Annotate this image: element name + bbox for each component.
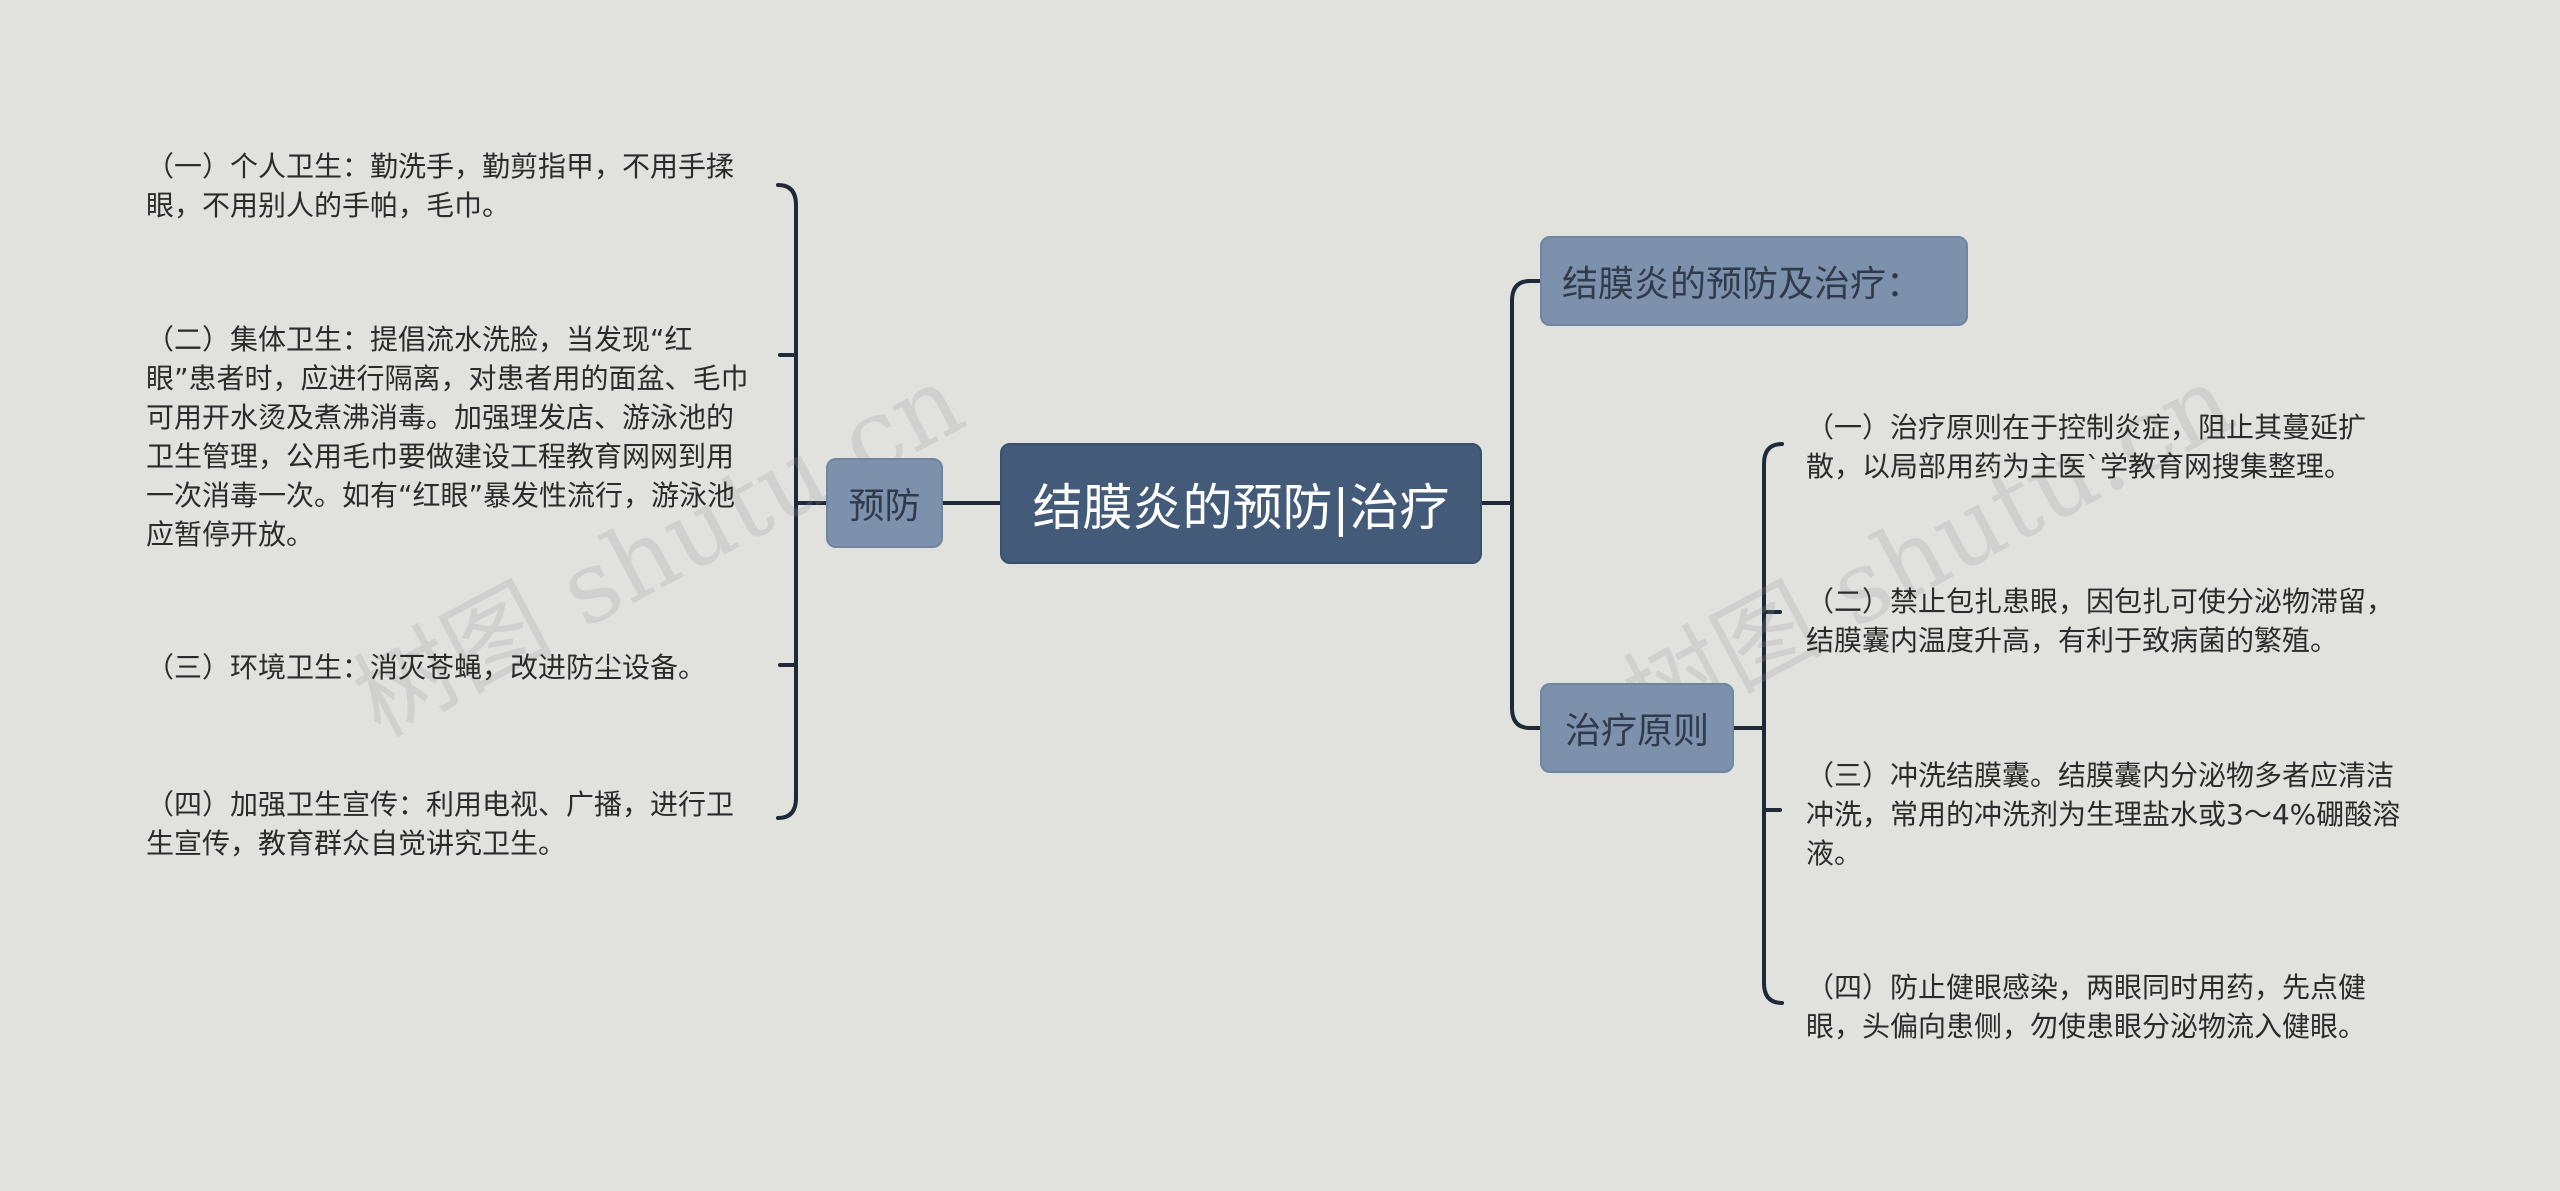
bracket-treat bbox=[1762, 442, 1784, 1005]
branch-prevention-treatment-title[interactable]: 结膜炎的预防及治疗： bbox=[1540, 236, 1968, 326]
branch-treatment-principles[interactable]: 治疗原则 bbox=[1540, 683, 1734, 773]
treatment-item-3[interactable]: （三）冲洗结膜囊。结膜囊内分泌物多者应清洁冲洗，常用的冲洗剂为生理盐水或3～4%… bbox=[1806, 759, 2401, 870]
treatment-item-4[interactable]: （四）防止健眼感染，两眼同时用药，先点健眼，头偏向患侧，勿使患眼分泌物流入健眼。 bbox=[1806, 971, 2367, 1043]
bracket-right bbox=[1510, 279, 1542, 730]
bracket-prevent bbox=[776, 183, 798, 820]
prevention-item-1[interactable]: （一）个人卫生：勤洗手，勤剪指甲，不用手揉眼，不用别人的手帕，毛巾。 bbox=[146, 150, 735, 222]
branch-prevention[interactable]: 预防 bbox=[826, 458, 943, 548]
treatment-item-1[interactable]: （一）治疗原则在于控制炎症，阻止其蔓延扩散，以局部用药为主医`学教育网搜集整理。 bbox=[1806, 411, 2367, 483]
root-node[interactable]: 结膜炎的预防|治疗 bbox=[1000, 443, 1482, 564]
prevention-item-2[interactable]: （二）集体卫生：提倡流水洗脸，当发现“红眼”患者时，应进行隔离，对患者用的面盆、… bbox=[146, 323, 749, 551]
treatment-item-2[interactable]: （二）禁止包扎患眼，因包扎可使分泌物滞留，结膜囊内温度升高，有利于致病菌的繁殖。 bbox=[1806, 585, 2395, 657]
prevention-item-3[interactable]: （三）环境卫生：消灭苍蝇，改进防尘设备。 bbox=[146, 651, 707, 684]
prevention-item-4[interactable]: （四）加强卫生宣传：利用电视、广播，进行卫生宣传，教育群众自觉讲究卫生。 bbox=[146, 788, 735, 860]
